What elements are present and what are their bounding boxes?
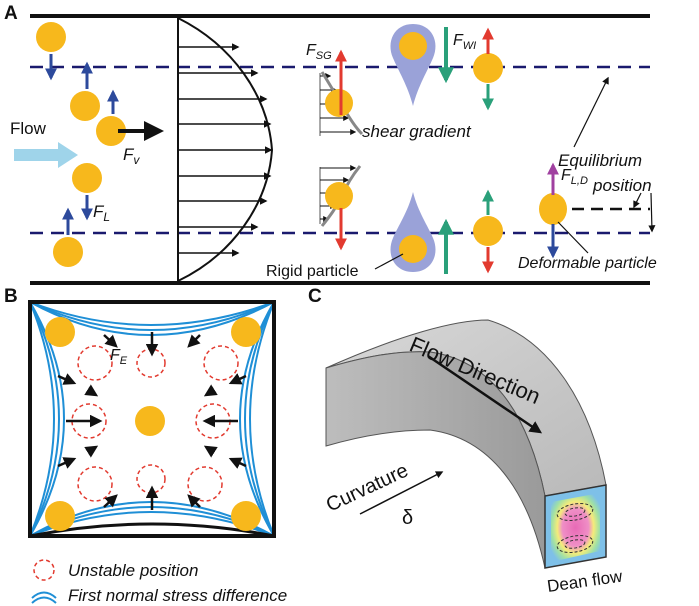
elastic-force-arrow: [103, 494, 118, 508]
particle: [45, 317, 75, 347]
unstable-position: [77, 345, 113, 381]
elastic-force-arrow: [187, 494, 201, 508]
elastic-force-arrow: [228, 373, 247, 385]
elastic-force-label: FE: [110, 347, 128, 367]
particle: [53, 237, 83, 267]
equilibrium-pointer: [633, 192, 642, 209]
particle: [36, 22, 66, 52]
particle: [473, 216, 503, 246]
shear-gradient-force-label: FSG: [306, 42, 332, 62]
particle: [45, 501, 75, 531]
particle: [70, 91, 100, 121]
flow-direction-arrow: [427, 354, 543, 434]
unstable-position: [71, 403, 107, 439]
legend-stress-symbol: [31, 591, 57, 604]
unstable-position: [77, 466, 113, 502]
particle: [72, 163, 102, 193]
equilibrium-label-line2: position: [592, 176, 652, 195]
particle: [399, 235, 427, 263]
panel-label-c: C: [308, 286, 322, 307]
deformable-particle: [539, 193, 567, 225]
equilibrium-pointer: [648, 192, 656, 233]
shear-gradient-label: shear gradient: [362, 122, 472, 141]
legend-stress-label: First normal stress difference: [68, 586, 287, 605]
elastic-force-arrow: [103, 334, 118, 348]
panel-b: B: [4, 286, 287, 605]
elastic-force-arrow: [57, 373, 77, 385]
deformable-particle-pointer: [557, 221, 589, 254]
elastic-force-arrow: [84, 384, 99, 397]
elastic-force-arrow: [203, 445, 218, 458]
equilibrium-label-line1: Equilibrium: [558, 151, 642, 170]
lift-force-label: FL: [93, 202, 110, 224]
legend-unstable-label: Unstable position: [68, 561, 198, 580]
panel-a: A Flow Fv: [4, 3, 657, 285]
particle: [231, 501, 261, 531]
dean-flow-field: [551, 493, 600, 562]
flow-label: Flow: [10, 119, 47, 138]
drag-force-label: Fv: [123, 145, 140, 167]
panel-label-a: A: [4, 3, 18, 24]
dean-vortices: [556, 503, 594, 553]
particle: [325, 182, 353, 210]
elastic-force-arrow: [84, 445, 99, 458]
particle: [473, 53, 503, 83]
velocity-profile: [177, 17, 274, 282]
flow-arrow: [14, 142, 78, 168]
curvature-label: Curvature: [323, 459, 412, 516]
legend-unstable-symbol: [33, 559, 55, 581]
elastic-force-arrow: [57, 457, 77, 469]
elastic-force-arrow: [228, 457, 247, 469]
rigid-particle-label: Rigid particle: [266, 263, 359, 280]
elastic-force-arrow: [203, 384, 218, 397]
rigid-particle-pointer: [374, 253, 404, 270]
deformable-particle-label: Deformable particle: [518, 255, 657, 272]
delta-symbol: δ: [402, 507, 413, 529]
unstable-position: [187, 466, 223, 502]
channel-cross-section: [28, 300, 276, 538]
particle: [231, 317, 261, 347]
elastic-force-arrow: [187, 334, 201, 348]
particle: [399, 32, 427, 60]
wall-induced-force-label: FWI: [453, 32, 476, 52]
particle: [135, 406, 165, 436]
equilibrium-pointer: [573, 76, 609, 148]
particle: [325, 89, 353, 117]
deformability-force-label: FL,D: [561, 167, 588, 187]
dean-flow-label: Dean flow: [546, 567, 624, 596]
panel-label-b: B: [4, 286, 18, 307]
particle: [96, 116, 126, 146]
unstable-position: [203, 345, 239, 381]
panel-c: C Flow Direction Curvature δ Dean flow: [308, 286, 624, 596]
curvature-arrow: [359, 471, 444, 515]
